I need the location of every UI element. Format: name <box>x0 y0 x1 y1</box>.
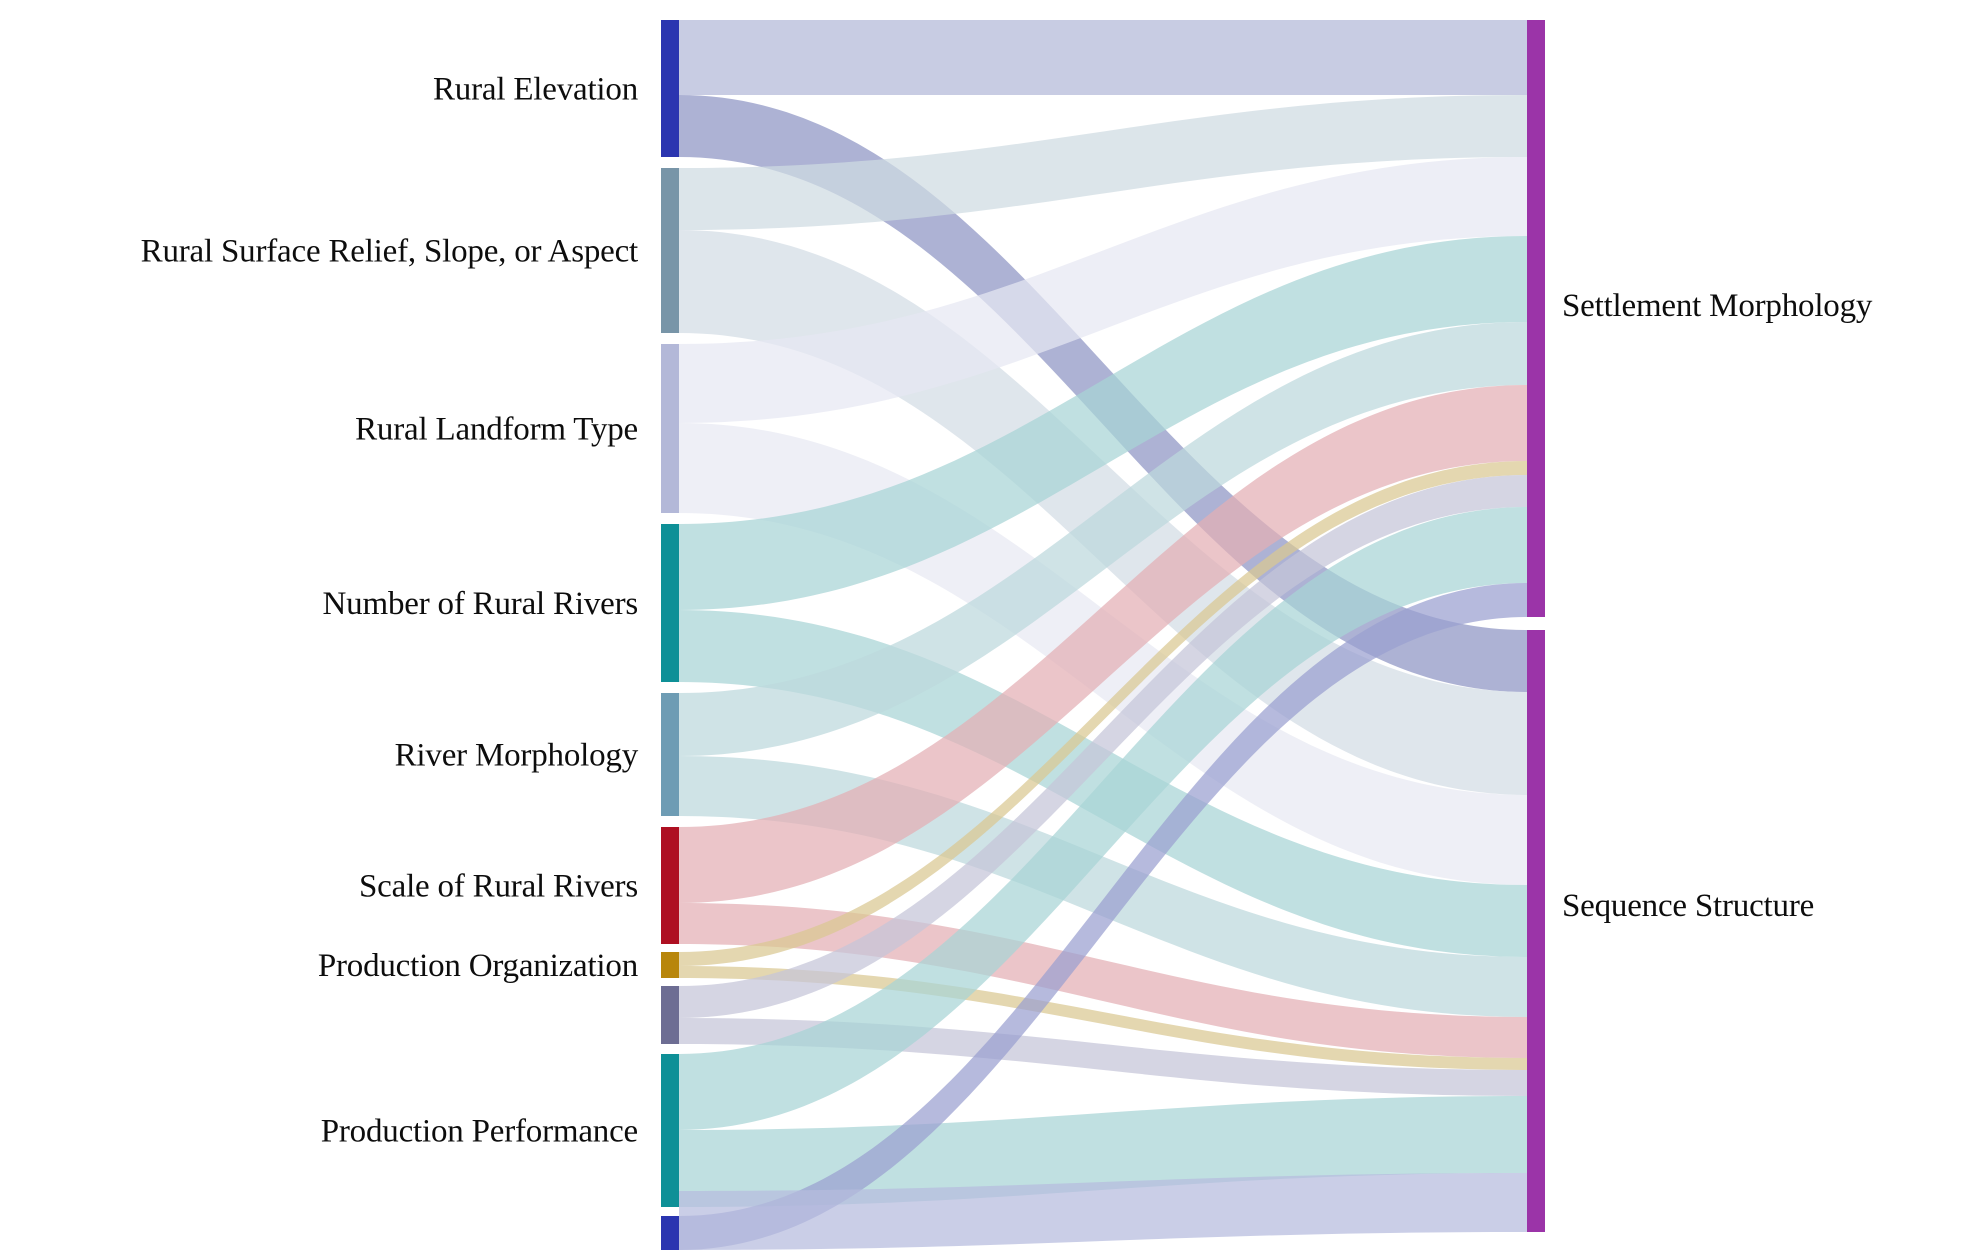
sankey-node-production_organization_a[interactable] <box>661 952 679 978</box>
sankey-node-production_organization_b[interactable] <box>661 986 679 1044</box>
sankey-link[interactable] <box>679 1173 1527 1250</box>
sankey-link[interactable] <box>679 385 1527 903</box>
sankey-link[interactable] <box>679 95 1527 230</box>
node-label-rural_landform_type: Rural Landform Type <box>355 412 638 448</box>
sankey-link[interactable] <box>679 966 1527 1070</box>
sankey-node-rural_surface_relief[interactable] <box>661 168 679 333</box>
sankey-node-sequence_structure[interactable] <box>1527 630 1545 1232</box>
sankey-link[interactable] <box>679 322 1527 756</box>
sankey-node-settlement_morphology[interactable] <box>1527 20 1545 617</box>
node-label-rural_elevation: Rural Elevation <box>433 72 638 108</box>
sankey-link[interactable] <box>679 236 1527 610</box>
sankey-link[interactable] <box>679 20 1527 95</box>
sankey-link[interactable] <box>679 475 1527 1018</box>
node-label-sequence_structure: Sequence Structure <box>1562 888 1814 924</box>
sankey-node-production_performance[interactable] <box>661 1054 679 1207</box>
sankey-node-rural_landform_type[interactable] <box>661 344 679 513</box>
node-label-number_of_rural_rivers: Number of Rural Rivers <box>323 586 638 622</box>
sankey-link[interactable] <box>679 507 1527 1130</box>
node-label-production_organization_a: Production Organization <box>318 948 638 984</box>
node-label-production_performance: Production Performance <box>321 1114 638 1150</box>
sankey-link[interactable] <box>679 461 1527 966</box>
sankey-node-number_of_rural_rivers[interactable] <box>661 524 679 682</box>
sankey-node-rural_elevation[interactable] <box>661 20 679 157</box>
sankey-link[interactable] <box>679 583 1527 1250</box>
node-label-river_morphology: River Morphology <box>395 738 639 774</box>
links-layer <box>679 20 1527 1250</box>
node-label-scale_of_rural_rivers: Scale of Rural Rivers <box>359 869 638 905</box>
node-label-settlement_morphology: Settlement Morphology <box>1562 288 1873 324</box>
sankey-link[interactable] <box>679 1096 1527 1207</box>
sankey-node-scale_of_rural_rivers[interactable] <box>661 827 679 944</box>
node-label-rural_surface_relief: Rural Surface Relief, Slope, or Aspect <box>141 234 638 270</box>
sankey-link[interactable] <box>679 157 1527 423</box>
sankey-node-river_morphology[interactable] <box>661 693 679 816</box>
sankey-node-unnamed_source_bottom[interactable] <box>661 1216 679 1250</box>
nodes-layer <box>661 20 1545 1250</box>
